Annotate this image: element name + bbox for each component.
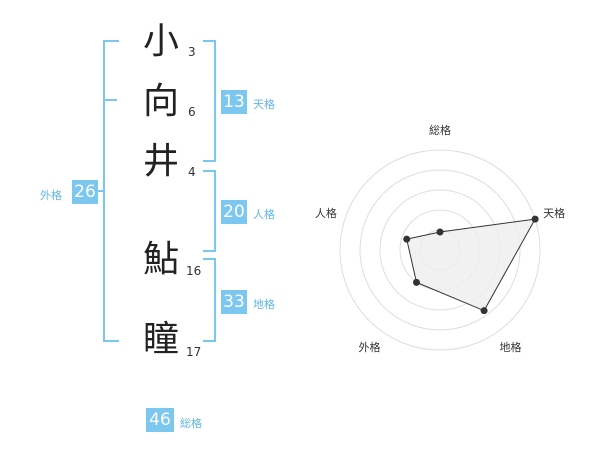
jinkaku-label: 人格 bbox=[253, 208, 275, 221]
radar-point-1 bbox=[531, 215, 539, 223]
tenkaku-label: 天格 bbox=[253, 98, 275, 111]
name-char-4: 鮎 bbox=[143, 239, 180, 280]
gaikaku-bracket bbox=[103, 40, 119, 342]
radar-axis-label-0: 総格 bbox=[429, 123, 451, 137]
jinkaku-value-badge: 20 bbox=[221, 200, 247, 224]
gaikaku-connector bbox=[97, 190, 103, 192]
stroke-count-4: 16 bbox=[186, 264, 202, 278]
chikaku-label: 地格 bbox=[253, 298, 275, 311]
name-char-3: 井 bbox=[143, 141, 180, 182]
radar-point-3 bbox=[412, 278, 420, 286]
name-char-2: 向 bbox=[143, 81, 180, 122]
name-char-5: 瞳 bbox=[143, 319, 180, 360]
gaikaku-value-badge: 26 bbox=[72, 180, 98, 204]
radar-series-area bbox=[406, 218, 537, 312]
tenkaku-bracket bbox=[203, 40, 216, 162]
name-char-1: 小 bbox=[143, 21, 180, 62]
tenkaku-value-badge: 13 bbox=[221, 90, 247, 114]
soukaku-value-badge: 46 bbox=[146, 408, 174, 432]
stroke-count-5: 17 bbox=[186, 345, 202, 359]
jinkaku-bracket bbox=[203, 170, 216, 252]
soukaku-label: 総格 bbox=[180, 417, 202, 430]
chikaku-bracket bbox=[203, 258, 216, 342]
stroke-count-2: 6 bbox=[188, 105, 196, 119]
chikaku-value-badge: 33 bbox=[221, 290, 247, 314]
gaikaku-bracket-mid bbox=[103, 99, 117, 101]
radar-grid-ring bbox=[339, 149, 541, 351]
radar-axis-label-3: 外格 bbox=[358, 340, 380, 354]
stroke-count-1: 3 bbox=[188, 45, 196, 59]
radar-grid-ring bbox=[359, 169, 521, 331]
radar-point-2 bbox=[480, 307, 488, 315]
radar-point-0 bbox=[436, 228, 444, 236]
radar-axis-label-4: 人格 bbox=[315, 206, 337, 220]
gaikaku-label: 外格 bbox=[40, 189, 62, 202]
radar-axis-label-2: 地格 bbox=[500, 340, 522, 354]
radar-point-4 bbox=[403, 235, 411, 243]
radar-axis-label-1: 天格 bbox=[543, 206, 565, 220]
stroke-count-3: 4 bbox=[188, 165, 196, 179]
